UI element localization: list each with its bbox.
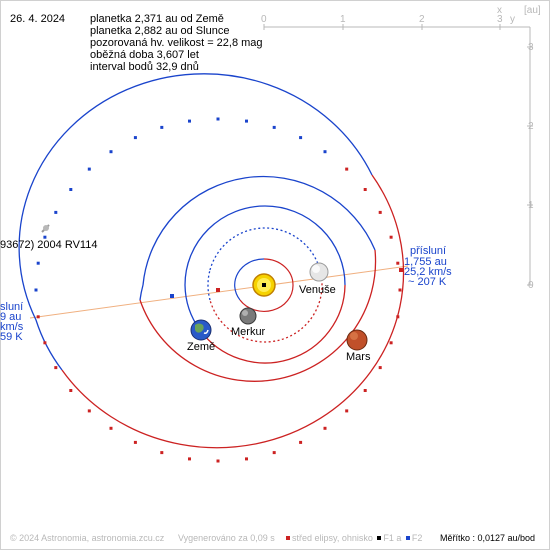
y-axis-label: y	[510, 14, 515, 25]
venus-planet	[309, 262, 329, 282]
orbit-point	[272, 125, 276, 129]
y-tick-0: 0	[528, 280, 534, 291]
venus-label: Venuše	[299, 284, 336, 296]
x-tick-2: 2	[419, 14, 425, 25]
mars-planet	[346, 329, 368, 351]
orbit-point	[69, 389, 73, 392]
aphelion-distance: 9 au	[0, 311, 22, 323]
legend-f2-text: F2	[411, 533, 423, 543]
asteroid-marker	[41, 224, 50, 233]
perihelion-speed: 25,2 km/s	[404, 266, 452, 278]
perihelion-title: přísluní	[410, 245, 447, 257]
orbit-point	[389, 235, 393, 239]
info-line-interval: interval bodů 32,9 dnů	[90, 61, 199, 73]
mercury-label: Merkur	[231, 326, 266, 338]
focus-f2-marker	[170, 294, 174, 298]
asteroid-info: planetka 2,371 au od Země planetka 2,882…	[90, 13, 263, 73]
copyright: © 2024 Astronomia, astronomia.zcu.cz	[10, 533, 165, 543]
mercury-planet	[239, 307, 257, 325]
y-tick-3: 3	[528, 42, 534, 53]
venus-orbit	[207, 227, 323, 343]
info-line-earth-distance: planetka 2,371 au od Země	[90, 13, 224, 25]
aphelion-title: sluní	[0, 301, 24, 313]
legend-f2-dot	[405, 536, 410, 541]
x-axis-label: x	[497, 5, 502, 16]
x-tick-1: 1	[340, 14, 346, 25]
earth-planet	[190, 319, 212, 341]
x-tick-3: 3	[497, 14, 503, 25]
legend: střed elipsy, ohnisko F1 a F2	[284, 532, 422, 545]
asteroid-name: 93672) 2004 RV114	[0, 239, 98, 251]
orbit-point	[396, 261, 400, 265]
orbit-point	[216, 459, 220, 463]
perihelion-point	[399, 268, 403, 272]
orbit-point	[245, 457, 248, 461]
orbit-point	[160, 125, 164, 129]
scale-label: Měřítko : 0,0127 au/bod	[440, 533, 536, 543]
mercury-orbit	[234, 258, 294, 312]
orbit-point	[87, 167, 91, 171]
mars-orbit	[139, 175, 377, 382]
mars-label: Mars	[346, 351, 371, 363]
orbit-point	[160, 451, 164, 455]
orbit-point	[109, 150, 113, 154]
orbit-point	[245, 119, 248, 123]
orbit-point	[54, 366, 58, 370]
x-tick-0: 0	[261, 14, 267, 25]
orbit-point	[34, 288, 38, 292]
aphelion-temperature: 59 K	[0, 331, 23, 343]
coordinate-axes	[263, 24, 533, 286]
orbit-point	[396, 315, 400, 319]
orbit-point	[378, 210, 382, 214]
orbit-point	[363, 188, 367, 191]
perihelion-distance: 1,755 au	[404, 256, 447, 268]
orbit-point	[188, 457, 191, 461]
orbit-point	[36, 315, 40, 319]
orbit-point	[133, 136, 137, 140]
orbit-point	[378, 366, 382, 370]
sun	[252, 273, 276, 297]
orbit-point	[323, 150, 327, 154]
generation-time: Vygenerováno za 0,09 s	[178, 533, 275, 543]
legend-f1-text: F1 a	[383, 533, 402, 543]
perihelion-temperature: ~ 207 K	[408, 276, 447, 288]
legend-center-dot	[286, 536, 290, 541]
orbit-point	[36, 261, 40, 265]
asteroid-orbit	[18, 73, 405, 449]
orbit-point	[87, 409, 91, 413]
y-tick-1: 1	[528, 200, 534, 211]
info-line-sun-distance: planetka 2,882 au od Slunce	[90, 25, 230, 37]
info-line-period: oběžná doba 3,607 let	[90, 49, 199, 61]
orbit-point	[345, 167, 349, 171]
legend-center-text: střed elipsy, ohnisko	[292, 533, 373, 543]
orbit-point	[345, 409, 349, 413]
earth-label: Země	[187, 341, 216, 353]
legend-f1-dot	[377, 536, 382, 541]
asteroid-position-markers	[34, 117, 402, 463]
info-line-magnitude: pozorovaná hv. velikost = 22,8 mag	[90, 37, 263, 49]
orbit-point	[299, 440, 303, 444]
orbit-point	[272, 451, 276, 455]
orbit-point	[363, 389, 367, 392]
orbit-point	[43, 341, 47, 345]
ellipse-center-marker	[216, 288, 220, 292]
orbit-point	[109, 426, 113, 430]
orbit-point	[216, 117, 220, 121]
orbit-point	[188, 119, 191, 123]
orbit-point	[43, 235, 47, 239]
aphelion-speed: km/s	[0, 321, 24, 333]
orbit-point	[398, 288, 402, 292]
orbit-point	[69, 188, 73, 191]
orbit-point	[54, 210, 58, 214]
orbit-point	[389, 341, 393, 345]
date-label: 26. 4. 2024	[10, 13, 66, 25]
orbit-point	[299, 136, 303, 140]
orbit-point	[133, 440, 137, 444]
y-tick-2: 2	[528, 121, 534, 132]
orbit-point	[323, 426, 327, 430]
axis-unit: [au]	[524, 5, 541, 16]
